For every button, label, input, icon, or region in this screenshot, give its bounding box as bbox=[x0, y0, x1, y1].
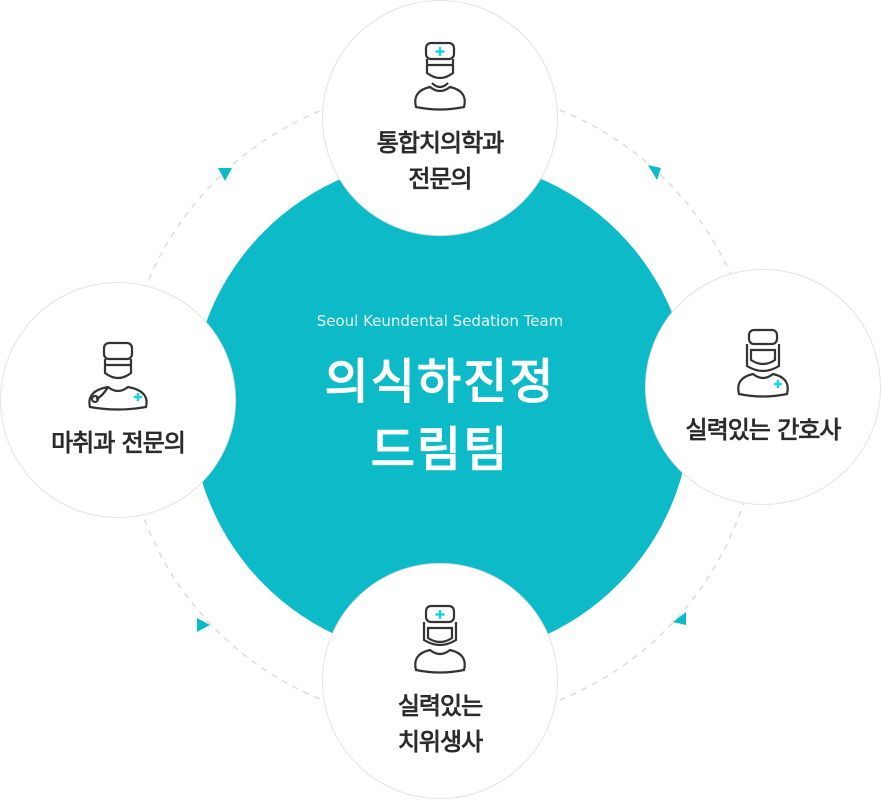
arrow-icon bbox=[673, 612, 686, 625]
arrow-icon bbox=[197, 618, 210, 632]
nurse-icon bbox=[737, 328, 789, 398]
doctor-icon bbox=[414, 41, 466, 111]
team-title: 의식하진정 드림팀 bbox=[324, 354, 556, 478]
node-label: 마취과 전문의 bbox=[51, 429, 186, 457]
node-label: 실력있는 치위생사 bbox=[397, 692, 483, 756]
node-nurse: 실력있는 간호사 bbox=[645, 269, 881, 505]
center-circle bbox=[191, 158, 691, 658]
arrow-icon bbox=[648, 165, 661, 180]
node-label: 실력있는 간호사 bbox=[685, 416, 842, 444]
anesthesiologist-icon bbox=[88, 341, 148, 411]
node-anesthesiologist: 마취과 전문의 bbox=[0, 282, 236, 518]
arrow-icon bbox=[218, 168, 232, 181]
team-subtitle: Seoul Keundental Sedation Team bbox=[316, 312, 564, 330]
node-integrated-dentist: 통합치의학과 전문의 bbox=[322, 0, 558, 236]
hygienist-icon bbox=[414, 604, 466, 674]
node-label: 통합치의학과 전문의 bbox=[376, 129, 504, 193]
node-hygienist: 실력있는 치위생사 bbox=[322, 563, 558, 799]
